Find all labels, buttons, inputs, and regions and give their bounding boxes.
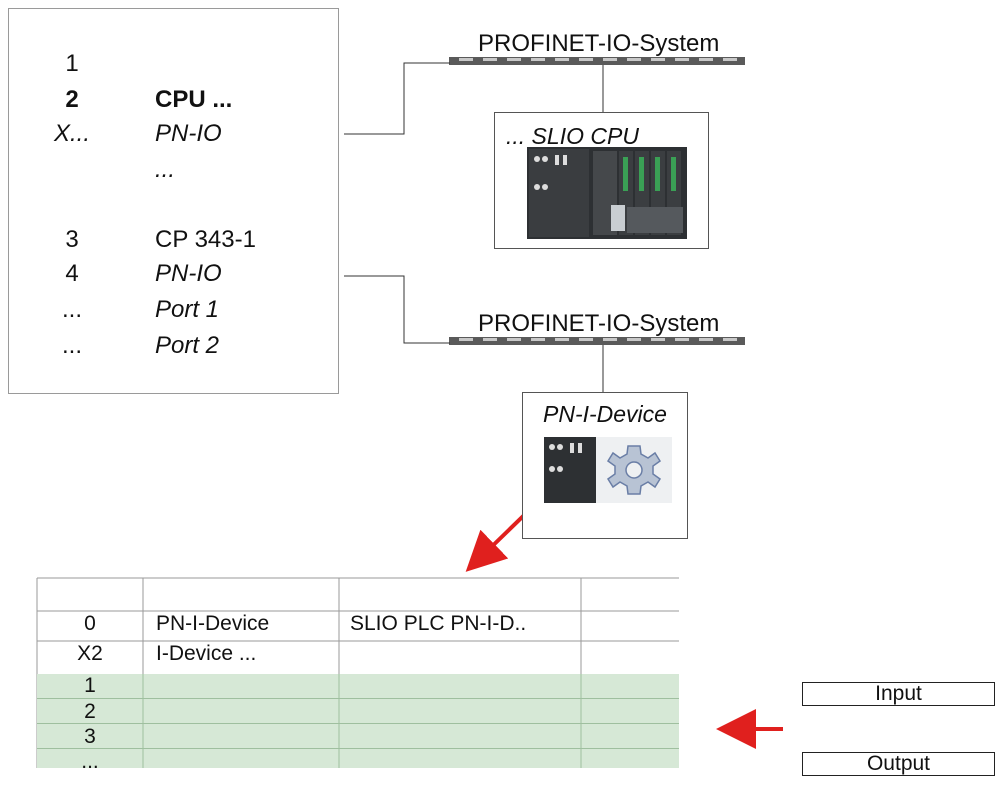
idevice-row-1-slot: 1 bbox=[84, 674, 96, 697]
rack-row-port1-num[interactable]: ... bbox=[61, 296, 82, 323]
input-box[interactable]: Input bbox=[802, 682, 995, 706]
rack-row-3-name[interactable]: CP 343-1 bbox=[155, 226, 256, 253]
rack-table: 1 2 CPU ... X... PN-IO ... 3 CP 343-1 4 … bbox=[8, 8, 339, 394]
slio-cpu-device[interactable]: ... SLIO CPU bbox=[494, 112, 709, 249]
bus1-label: PROFINET-IO-System bbox=[478, 30, 720, 57]
bus1-bar bbox=[449, 57, 745, 65]
pn-i-device-label: PN-I-Device bbox=[543, 401, 667, 427]
rack-row-4-name[interactable]: PN-IO bbox=[155, 260, 222, 287]
rack-row-2-num[interactable]: 2 bbox=[65, 86, 79, 113]
connection-lines bbox=[344, 62, 604, 392]
rack-row-port2-name[interactable]: Port 2 bbox=[155, 332, 220, 359]
idevice-row-more-slot: ... bbox=[81, 750, 99, 768]
rack-row-x-name[interactable]: PN-IO bbox=[155, 120, 222, 147]
idevice-row-x2[interactable]: X2 I-Device ... bbox=[37, 643, 679, 664]
pn-i-device[interactable]: PN-I-Device bbox=[522, 392, 688, 539]
rack-row-port2-num[interactable]: ... bbox=[61, 332, 82, 359]
idevice-row-0[interactable]: 0 PN-I-Device SLIO PLC PN-I-D.. bbox=[37, 613, 679, 634]
pn-i-device-gear-icon bbox=[544, 437, 672, 503]
rack-row-port1-name[interactable]: Port 1 bbox=[155, 296, 220, 323]
idevice-row-x2-module: I-Device ... bbox=[156, 642, 257, 665]
rack-row-ellipsis-name: ... bbox=[155, 156, 176, 183]
idevice-row-0-order: SLIO PLC PN-I-D.. bbox=[350, 612, 527, 635]
idevice-row-3-slot: 3 bbox=[84, 725, 96, 748]
idevice-row-2[interactable]: 2 bbox=[37, 699, 679, 724]
bus2-bar bbox=[449, 337, 745, 345]
output-box[interactable]: Output bbox=[802, 752, 995, 776]
rack-row-4-num[interactable]: 4 bbox=[65, 260, 79, 287]
bus2-label: PROFINET-IO-System bbox=[478, 310, 720, 337]
idevice-row-0-module: PN-I-Device bbox=[156, 612, 270, 635]
idevice-row-more[interactable]: ... bbox=[37, 749, 679, 768]
slio-cpu-label: ... SLIO CPU bbox=[506, 123, 639, 149]
rack-row-x-num[interactable]: X... bbox=[53, 120, 90, 147]
slio-cpu-module-icon bbox=[527, 147, 687, 239]
idevice-table: 0 PN-I-Device SLIO PLC PN-I-D.. X2 I-Dev… bbox=[37, 578, 679, 768]
rack-row-3-num[interactable]: 3 bbox=[65, 226, 79, 253]
rack-row-1-num: 1 bbox=[65, 50, 79, 77]
idevice-row-2-slot: 2 bbox=[84, 700, 96, 723]
idevice-row-x2-slot: X2 bbox=[77, 642, 103, 665]
idevice-green-grid bbox=[142, 674, 582, 768]
rack-row-2-name[interactable]: CPU ... bbox=[155, 86, 233, 113]
idevice-row-0-slot: 0 bbox=[84, 612, 96, 635]
idevice-row-1[interactable]: 1 bbox=[37, 674, 679, 699]
idevice-row-3[interactable]: 3 bbox=[37, 724, 679, 749]
